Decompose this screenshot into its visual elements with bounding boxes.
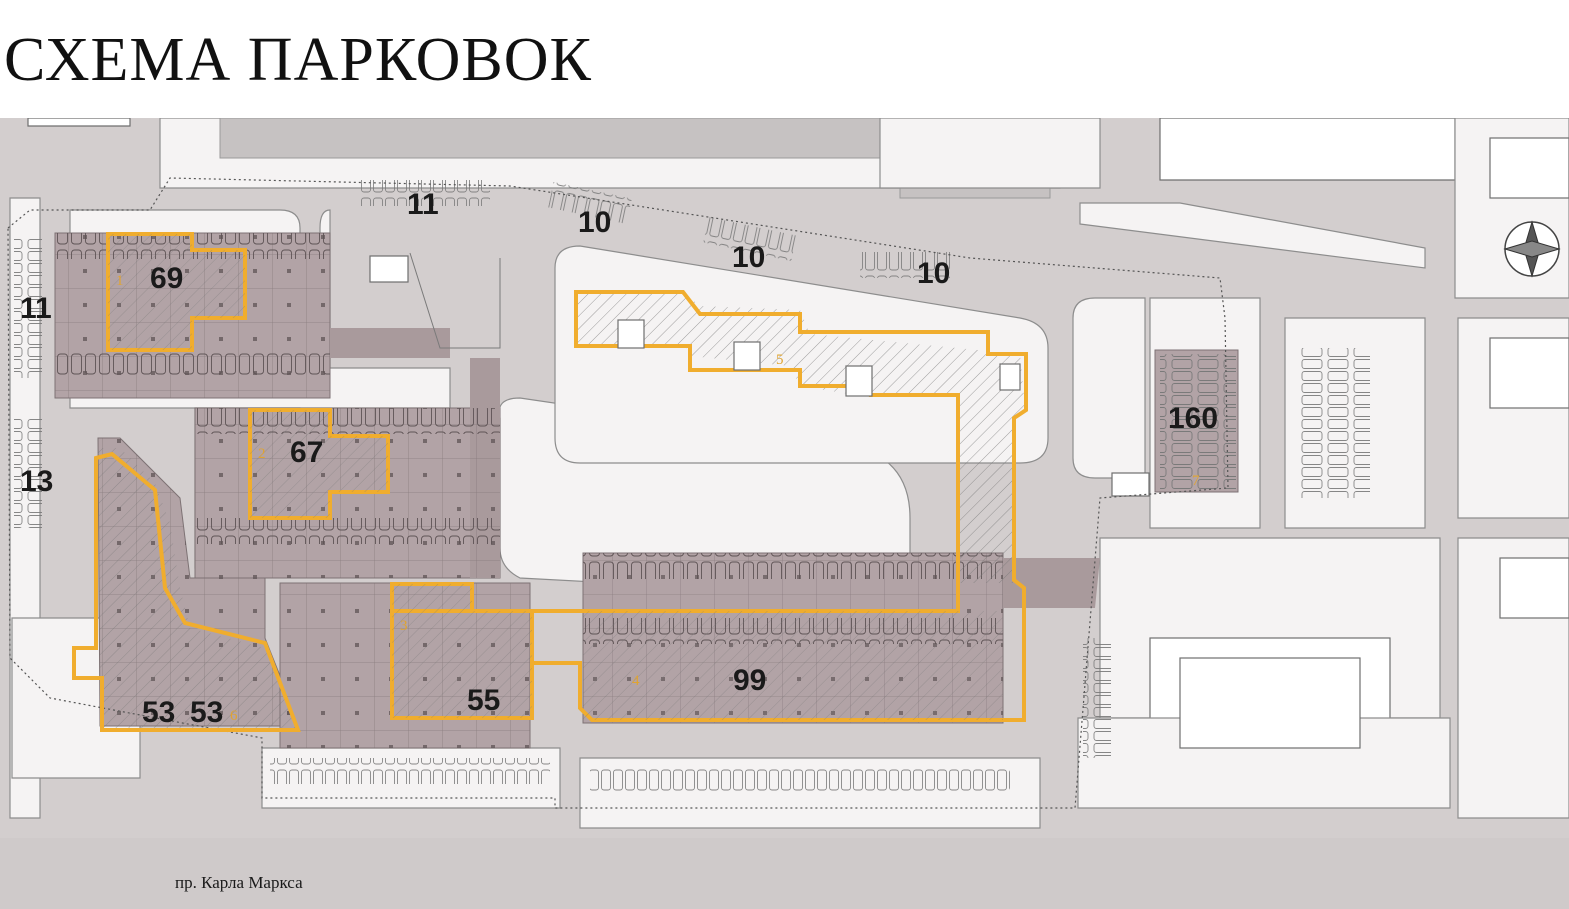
zone-1-count: 69	[150, 262, 183, 295]
parking-count-north-3: 10	[732, 241, 765, 274]
zone-3-number: 3	[400, 618, 408, 634]
zone-5-number: 5	[776, 352, 784, 368]
zone-4-count: 99	[733, 664, 766, 697]
zone-1-number: 1	[116, 273, 124, 289]
zone-6-outline	[72, 451, 301, 732]
zone-7-number: 7	[1192, 473, 1200, 489]
page-title: СХЕМА ПАРКОВОК	[4, 26, 592, 94]
compass-rose-icon	[1503, 220, 1561, 278]
parking-count-west-2: 13	[20, 465, 53, 498]
zone-3-count: 55	[467, 684, 500, 717]
zone-6-count-a: 53	[142, 696, 175, 729]
zone-5-outline	[390, 290, 1028, 722]
zone-4-number: 4	[632, 673, 640, 689]
zone-7-count: 160	[1168, 402, 1218, 435]
parking-count-north-2: 10	[578, 206, 611, 239]
zone-2-count: 67	[290, 436, 323, 469]
zone-2-number: 2	[258, 446, 266, 462]
parking-count-west-1: 11	[20, 292, 52, 325]
parking-count-north-1: 11	[407, 188, 439, 221]
zone-6-count-b: 53	[190, 696, 223, 729]
parking-count-north-4: 10	[917, 257, 950, 290]
street-label: пр. Карла Маркса	[175, 873, 303, 892]
parking-site-plan: 11 10 10 10 11 13 69 67 55 99 53 53 160 …	[0, 118, 1569, 909]
zone-6-number: 6	[230, 708, 238, 724]
